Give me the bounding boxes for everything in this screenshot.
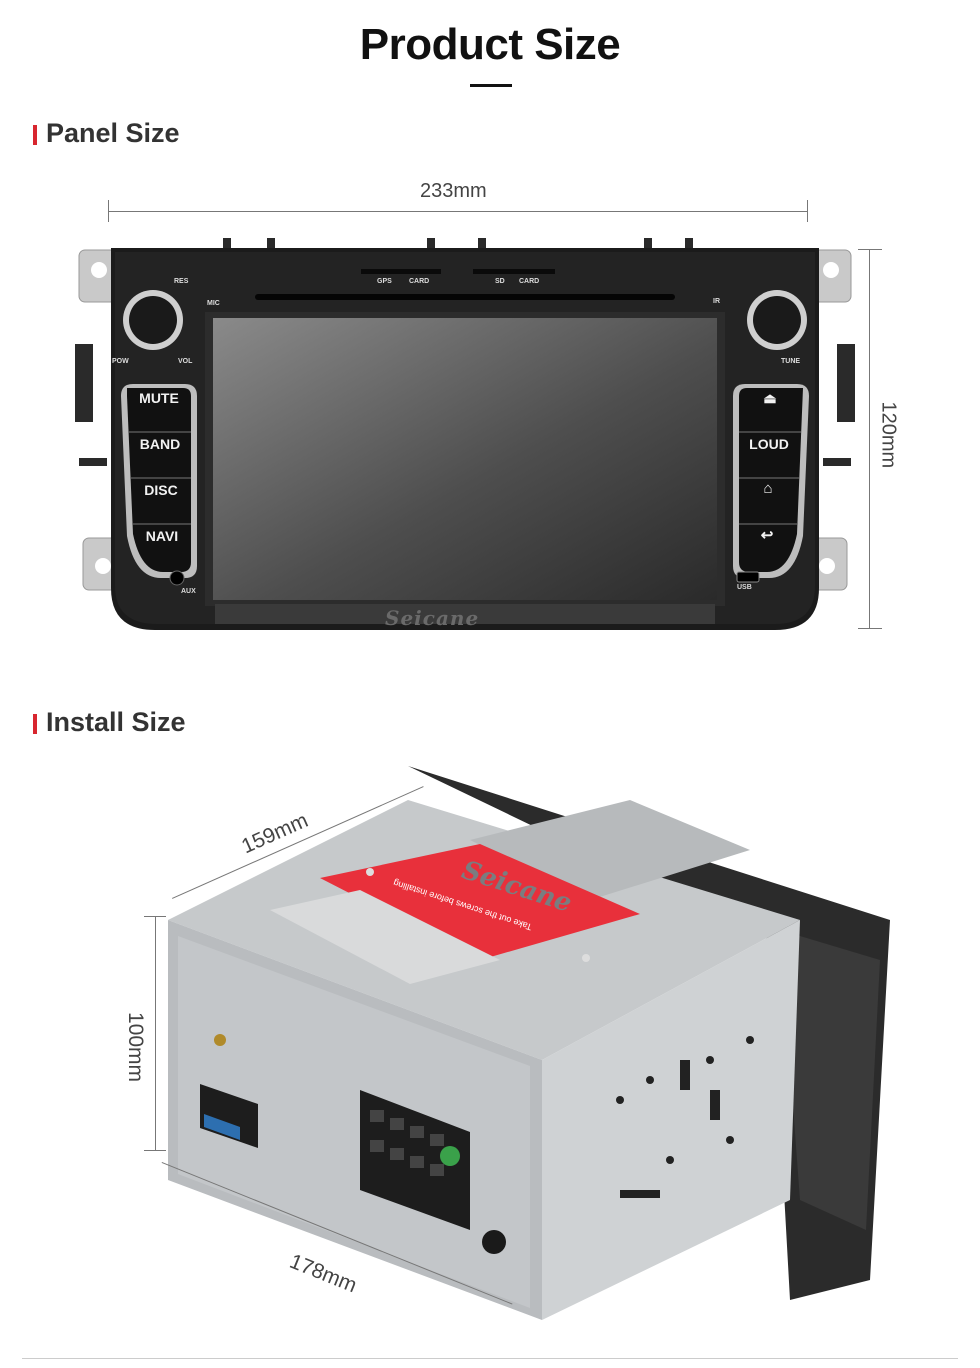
label-tune: TUNE bbox=[781, 358, 801, 365]
label-res: RES bbox=[174, 278, 189, 285]
radio-front-panel: RES MIC GPS CARD SD CARD IR POW VOL TUNE… bbox=[73, 236, 857, 636]
radio-panel-graphic bbox=[73, 238, 857, 630]
label-pow: POW bbox=[112, 358, 129, 365]
footer-divider bbox=[22, 1358, 958, 1359]
band-button[interactable]: BAND bbox=[139, 436, 181, 452]
chassis-illustration bbox=[168, 766, 890, 1320]
install-height-tick-bottom bbox=[144, 1150, 166, 1151]
eject-icon: ⏏ bbox=[763, 390, 777, 406]
loud-button[interactable]: LOUD bbox=[749, 436, 789, 452]
chassis-graphic: Seicane Take out the screws before insta… bbox=[150, 760, 890, 1350]
install-size-title: Install Size bbox=[46, 707, 186, 737]
home-icon: ⌂ bbox=[763, 480, 773, 497]
navi-button[interactable]: NAVI bbox=[145, 528, 179, 544]
panel-width-tick-left bbox=[108, 200, 109, 222]
label-mic: MIC bbox=[207, 300, 220, 307]
panel-width-label: 233mm bbox=[420, 180, 487, 202]
label-card-1: CARD bbox=[409, 278, 430, 285]
label-card-2: CARD bbox=[519, 278, 540, 285]
panel-brand-logo: Seicane bbox=[385, 606, 480, 630]
panel-width-line bbox=[108, 211, 808, 212]
home-button[interactable]: ⌂ bbox=[739, 480, 797, 497]
label-usb: USB bbox=[737, 584, 752, 591]
install-height-label: 100mm bbox=[124, 1012, 147, 1083]
panel-size-title: Panel Size bbox=[46, 118, 180, 148]
panel-width-tick-right bbox=[807, 200, 808, 222]
disc-button[interactable]: DISC bbox=[144, 482, 178, 498]
page-title: Product Size bbox=[359, 20, 621, 69]
install-height-line bbox=[155, 916, 156, 1150]
panel-height-label: 120mm bbox=[877, 401, 900, 469]
label-ir: IR bbox=[713, 298, 720, 305]
title-underline bbox=[470, 84, 512, 87]
label-vol: VOL bbox=[178, 358, 193, 365]
install-height-tick-top bbox=[144, 916, 166, 917]
label-gps: GPS bbox=[377, 278, 392, 285]
back-button[interactable]: ↩ bbox=[739, 526, 795, 544]
panel-section-marker bbox=[33, 125, 37, 145]
label-sd: SD bbox=[495, 278, 505, 285]
eject-button[interactable]: ⏏ bbox=[739, 390, 801, 407]
back-icon: ↩ bbox=[760, 527, 774, 544]
panel-height-line bbox=[869, 249, 870, 629]
install-section-marker bbox=[33, 714, 37, 734]
mute-button[interactable]: MUTE bbox=[139, 390, 179, 406]
panel-height-tick-bottom bbox=[858, 628, 882, 629]
panel-height-tick-top bbox=[858, 249, 882, 250]
label-aux: AUX bbox=[181, 588, 196, 595]
